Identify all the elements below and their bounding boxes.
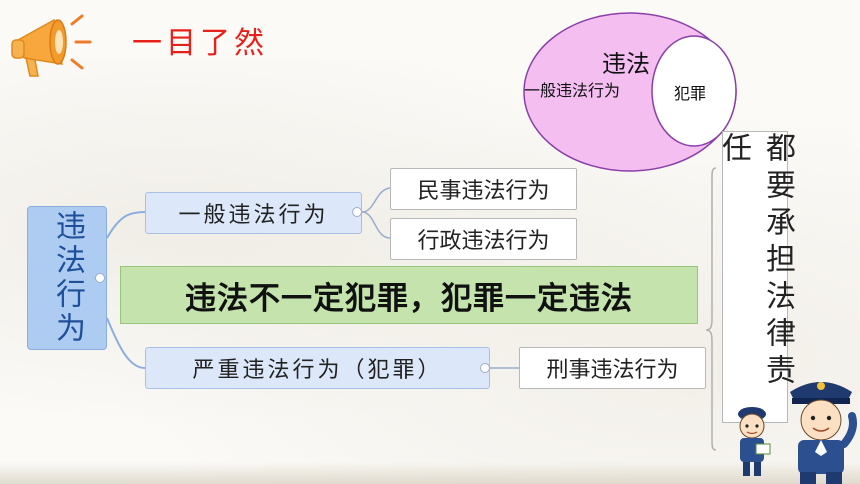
branch-general-illegal: 一般违法行为 bbox=[145, 192, 362, 234]
background-bottom-strip bbox=[0, 462, 860, 484]
police-officer-icon bbox=[790, 382, 857, 484]
legal-responsibility-box: 都要承担法律责任 bbox=[716, 131, 795, 423]
branch-serious-collapse-toggle[interactable] bbox=[480, 363, 490, 373]
root-node: 违法行为 bbox=[27, 206, 107, 350]
venn-outer-label: 违法 bbox=[602, 50, 650, 78]
leaf-administrative-illegal: 行政违法行为 bbox=[390, 218, 577, 260]
root-collapse-toggle[interactable] bbox=[95, 273, 105, 283]
key-conclusion-banner: 违法不一定犯罪，犯罪一定违法 bbox=[120, 266, 698, 324]
branch-serious-illegal: 严重违法行为（犯罪） bbox=[145, 347, 490, 389]
branch-general-collapse-toggle[interactable] bbox=[352, 207, 362, 217]
venn-outer-sub-label: 一般违法行为 bbox=[524, 81, 621, 100]
venn-diagram bbox=[523, 12, 737, 172]
venn-inner-ellipse bbox=[651, 35, 737, 147]
leaf-civil-illegal: 民事违法行为 bbox=[390, 168, 577, 210]
leaf-criminal-illegal: 刑事违法行为 bbox=[519, 347, 706, 389]
venn-inner-label: 犯罪 bbox=[674, 84, 707, 103]
police-child-icon bbox=[738, 407, 771, 476]
megaphone-icon bbox=[11, 14, 92, 77]
page-title: 一目了然 bbox=[132, 26, 268, 61]
